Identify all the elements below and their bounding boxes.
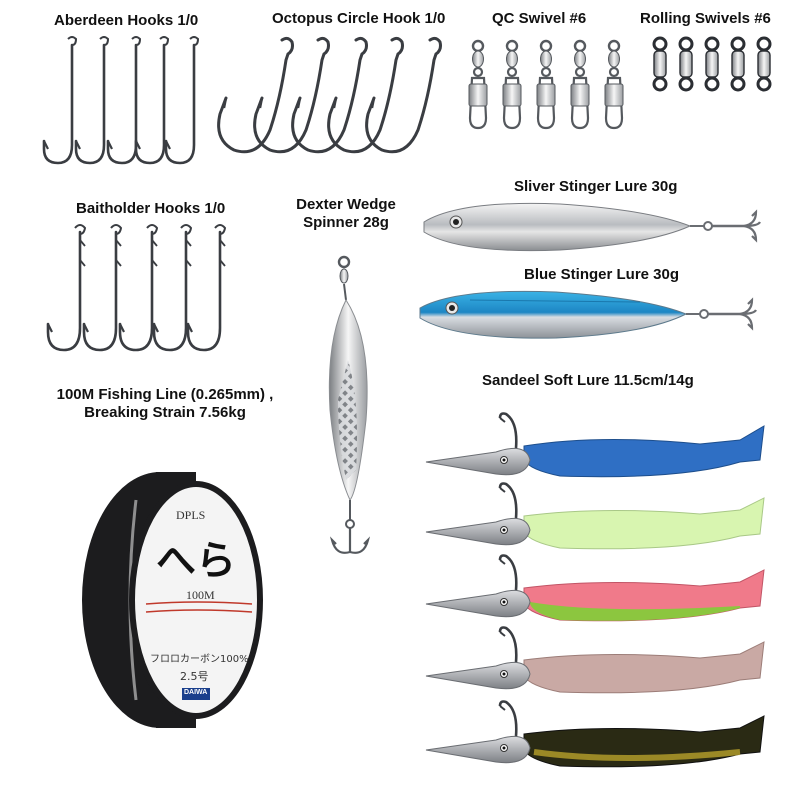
spool-maker: DAIWA <box>184 689 208 696</box>
spool-length: 100M <box>186 588 215 602</box>
dexter-wedge-spinner <box>328 255 371 554</box>
qc-swivels <box>467 39 625 130</box>
spool-material: フロロカーボン100% <box>150 654 249 665</box>
label-line-line2: Breaking Strain 7.56kg <box>84 404 246 421</box>
label-baitholder-hooks: Baitholder Hooks 1/0 <box>76 200 226 217</box>
label-qc-swivel: QC Swivel #6 <box>492 10 587 27</box>
blue-stinger-lure <box>419 290 758 339</box>
label-fishing-line: 100M Fishing Line (0.265mm) , Breaking S… <box>30 386 300 422</box>
label-aberdeen-hooks: Aberdeen Hooks 1/0 <box>54 12 199 29</box>
label-blue-stinger: Blue Stinger Lure 30g <box>524 266 680 283</box>
sandeel-lure-glow <box>424 482 765 550</box>
octopus-circle-hooks <box>217 36 442 154</box>
rolling-swivels <box>652 36 772 92</box>
spool-size: 2.5号 <box>180 670 209 683</box>
label-rolling-swivels: Rolling Swivels #6 <box>640 10 771 27</box>
sandeel-lure-blue <box>424 412 765 478</box>
spool-brand: DPLS <box>176 508 206 522</box>
label-line-line1: 100M Fishing Line (0.265mm) , <box>56 386 274 403</box>
label-sandeel-lure: Sandeel Soft Lure 11.5cm/14g <box>482 372 694 389</box>
aberdeen-hooks <box>42 35 200 165</box>
label-octopus-circle-hook: Octopus Circle Hook 1/0 <box>272 10 446 27</box>
sliver-stinger-lure <box>423 202 762 252</box>
spool-kana: へら <box>156 538 236 584</box>
label-dexter-line2: Spinner 28g <box>303 214 389 231</box>
sandeel-lure-black-gold <box>424 700 765 768</box>
sandeel-lure-pink-green <box>424 554 765 622</box>
label-dexter-spinner: Dexter Wedge Spinner 28g <box>286 196 406 232</box>
sandeel-lure-brown <box>424 626 765 694</box>
label-sliver-stinger: Sliver Stinger Lure 30g <box>514 178 678 195</box>
label-dexter-line1: Dexter Wedge <box>296 196 396 213</box>
sandeel-soft-lures <box>424 412 765 768</box>
baitholder-hooks <box>46 223 227 352</box>
fishing-line-spool <box>82 472 263 728</box>
